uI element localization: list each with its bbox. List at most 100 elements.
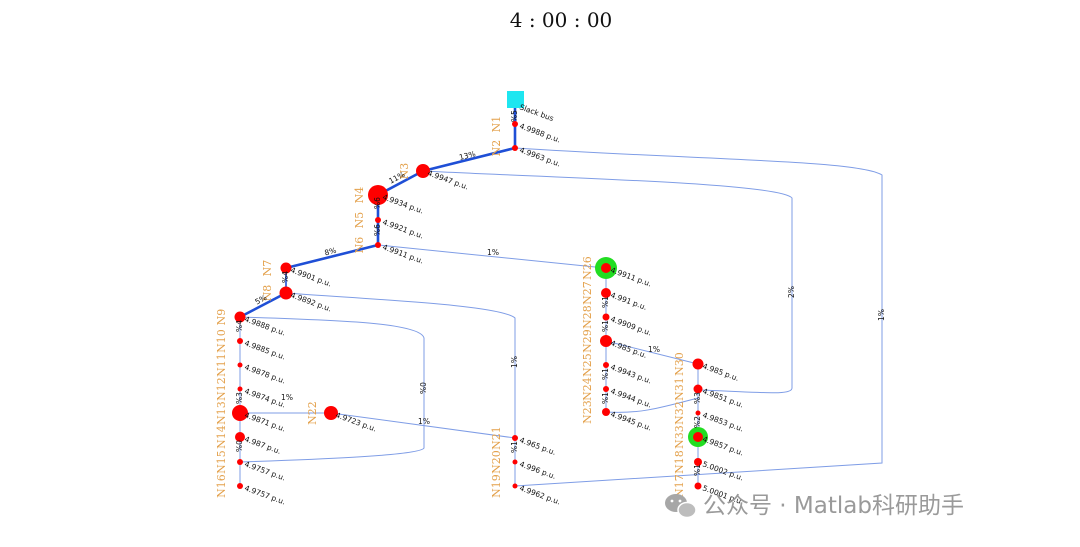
bus-node-n7[interactable] <box>280 262 292 274</box>
bus-node-n14[interactable] <box>235 432 245 442</box>
loading-label-l-n22-n21: 1% <box>418 417 430 426</box>
bus-node-n19[interactable] <box>512 483 518 489</box>
bus-node-n29[interactable] <box>600 335 612 347</box>
voltage-label-n13: 4.9871 p.u. <box>243 410 286 433</box>
bus-node-n12[interactable] <box>237 386 243 392</box>
bus-node-n32[interactable] <box>695 410 701 416</box>
bus-node-n18[interactable] <box>694 458 702 466</box>
bus-node-n30[interactable] <box>692 358 704 370</box>
node-id-label-n28: N28 <box>581 305 594 329</box>
bus-node-n17[interactable] <box>694 482 702 490</box>
watermark: 公众号 · Matlab科研助手 <box>665 493 964 519</box>
loading-label-l-n8-n21: 1% <box>510 356 519 368</box>
time-display: 4 : 00 : 00 <box>510 8 613 32</box>
bus-node-n20[interactable] <box>512 459 518 465</box>
loading-label-l-n13-n22: 1% <box>281 393 293 402</box>
bus-node-n3[interactable] <box>416 164 430 178</box>
node-id-label-n13: N13 <box>215 401 228 425</box>
node-id-label-n8: N8 <box>261 285 274 302</box>
voltage-label-n28: 4.9909 p.u. <box>609 314 652 337</box>
node-id-label-n2: N2 <box>490 140 503 157</box>
node-id-label-n26: N26 <box>581 256 594 280</box>
voltage-label-n21: 4.965 p.u. <box>518 435 557 457</box>
bus-node-n25[interactable] <box>603 362 609 368</box>
voltage-label-n2: 4.9963 p.u. <box>518 145 561 168</box>
voltage-label-n7: 4.9901 p.u. <box>289 265 332 288</box>
loading-label-l-n7-n8: %4 <box>281 271 290 283</box>
loading-label-l-n6-n7: 8% <box>324 246 338 258</box>
loading-label-l-n6-n26: 1% <box>487 248 499 257</box>
loading-label-l-n4-n5: %6 <box>373 197 382 209</box>
loading-label-l-n9-n10: %4 <box>235 320 244 332</box>
voltage-label-n5: 4.9921 p.u. <box>381 217 424 240</box>
bus-node-n24[interactable] <box>603 386 609 392</box>
voltage-label-n6: 4.9911 p.u. <box>381 242 424 265</box>
node-id-label-n12: N12 <box>215 377 228 401</box>
bus-node-n8[interactable] <box>279 286 293 300</box>
voltage-label-n33: 4.9857 p.u. <box>701 434 744 457</box>
voltage-label-n20: 4.996 p.u. <box>518 459 557 481</box>
node-id-label-n19: N19 <box>490 474 503 498</box>
node-id-label-n17: N17 <box>673 474 686 498</box>
bus-node-n28[interactable] <box>602 313 610 321</box>
node-id-label-n14: N14 <box>215 425 228 449</box>
node-id-label-n15: N15 <box>215 450 228 474</box>
loading-label-l-n27-n28: %1 <box>601 296 610 308</box>
loading-label-l-n18-n17: %1 <box>693 464 702 476</box>
node-id-label-n24: N24 <box>581 377 594 401</box>
bus-node-n5[interactable] <box>375 217 381 223</box>
bus-node-n31[interactable] <box>693 384 703 394</box>
bus-node-n33[interactable] <box>693 432 703 442</box>
slack-bus-marker[interactable] <box>507 91 524 108</box>
loading-label-l-n5-n6: %6 <box>373 224 382 236</box>
bus-node-n9[interactable] <box>234 311 246 323</box>
loading-label-l-n3-n31: 2% <box>787 286 796 298</box>
bus-node-n23[interactable] <box>602 408 610 416</box>
voltage-label-n16: 4.9757 p.u. <box>243 483 286 506</box>
loading-label-l-n14-n15: %0 <box>235 440 244 452</box>
tie-line-n6-n26 <box>377 244 606 269</box>
node-id-label-n30: N30 <box>673 352 686 376</box>
voltage-label-n23: 4.9945 p.u. <box>609 409 652 432</box>
bus-node-n4[interactable] <box>368 185 388 205</box>
tie-line-n2-n18 <box>514 147 883 487</box>
loading-label-l-n2-n18: 1% <box>877 309 886 321</box>
main-feeder-n6-n7 <box>285 243 379 270</box>
bus-node-n26[interactable] <box>601 263 611 273</box>
node-id-label-n22: N22 <box>306 401 319 425</box>
bus-node-n15[interactable] <box>237 459 243 465</box>
node-id-label-n6: N6 <box>353 237 366 254</box>
voltage-label-n24: 4.9944 p.u. <box>609 386 652 409</box>
voltage-label-n11: 4.9878 p.u. <box>243 362 286 385</box>
node-id-label-n3: N3 <box>398 163 411 180</box>
voltage-label-n32: 4.9853 p.u. <box>701 410 744 433</box>
tie-line-n23-n30 <box>605 397 699 413</box>
node-id-label-n5: N5 <box>353 212 366 229</box>
bus-node-n1[interactable] <box>512 121 518 127</box>
bus-node-n11[interactable] <box>237 362 243 368</box>
tie-line-n8-n21 <box>285 292 516 438</box>
node-id-label-n33: N33 <box>673 425 686 449</box>
node-id-label-n20: N20 <box>490 450 503 474</box>
node-id-label-n10: N10 <box>215 329 228 353</box>
bus-node-n21[interactable] <box>512 435 518 441</box>
bus-node-n27[interactable] <box>601 288 611 298</box>
node-id-label-n4: N4 <box>353 187 366 204</box>
node-id-label-n27: N27 <box>581 281 594 305</box>
voltage-label-n4: 4.9934 p.u. <box>381 192 424 215</box>
loading-label-l-n31-n32: %3 <box>693 392 702 404</box>
voltage-label-n15: 4.9757 p.u. <box>243 459 286 482</box>
bus-node-n13[interactable] <box>232 405 248 421</box>
bus-node-n16[interactable] <box>237 483 243 489</box>
bus-node-n6[interactable] <box>375 242 381 248</box>
voltage-label-n30: 4.985 p.u. <box>701 361 740 383</box>
voltage-label-n25: 4.9943 p.u. <box>609 362 652 385</box>
bus-node-n2[interactable] <box>512 145 518 151</box>
voltage-label-n19: 4.9962 p.u. <box>518 483 561 506</box>
tie-line-n22-n21 <box>330 412 516 439</box>
bus-node-n10[interactable] <box>237 338 243 344</box>
node-id-label-n25: N25 <box>581 353 594 377</box>
bus-node-n22[interactable] <box>324 406 338 420</box>
voltage-label-n22: 4.9723 p.u. <box>334 410 377 433</box>
